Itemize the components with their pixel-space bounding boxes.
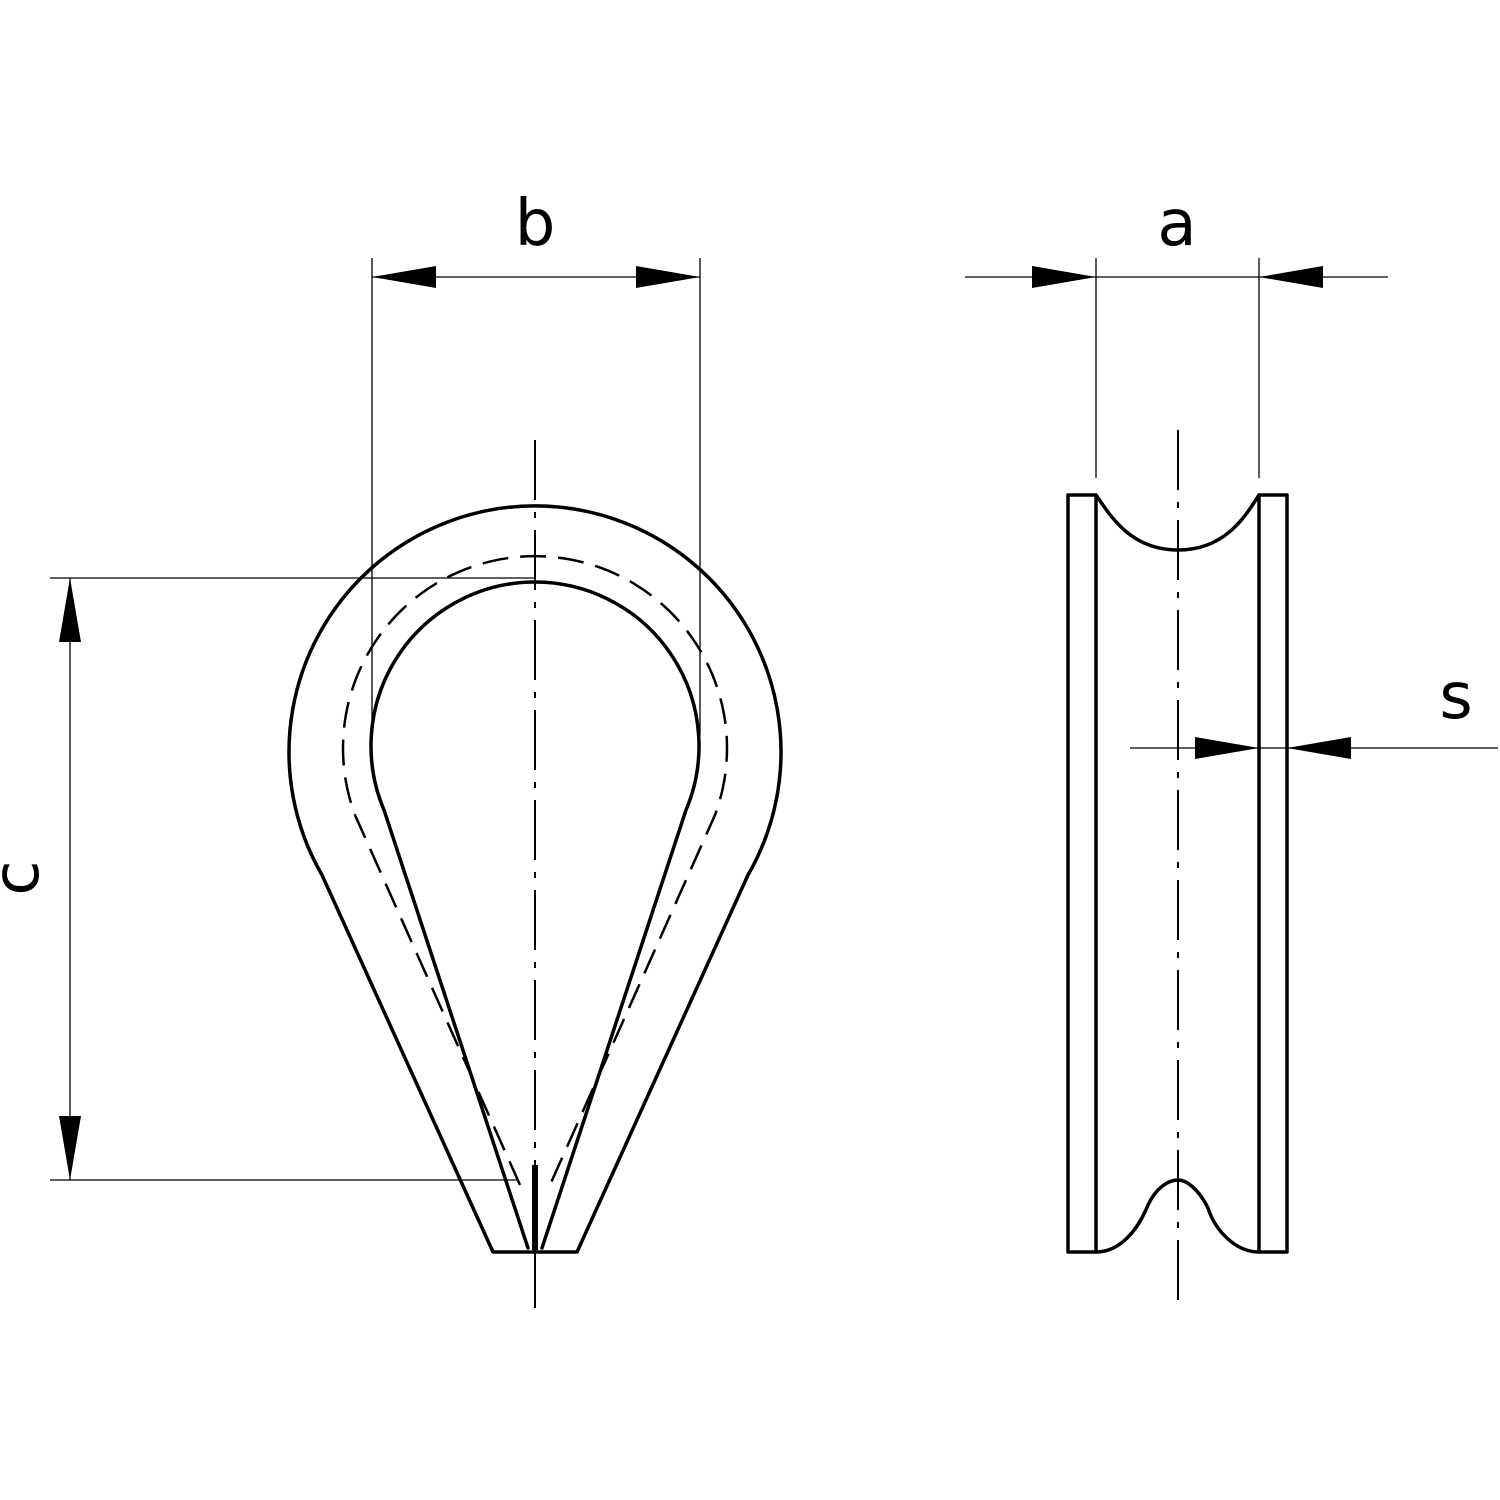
- dimension-c-arrow-top: [59, 578, 81, 642]
- dimension-b-arrow-left: [372, 266, 436, 288]
- dimension-c-arrow-bottom: [59, 1116, 81, 1180]
- thimble-outer-contour: [287, 504, 783, 1254]
- dimension-s-label: s: [1439, 660, 1472, 734]
- dimension-a-arrow-right: [1259, 266, 1323, 288]
- dimension-c: c: [0, 577, 535, 1181]
- dimension-b-arrow-right: [636, 266, 700, 288]
- thimble-side-view: [1066, 430, 1289, 1308]
- thimble-front-view: [287, 440, 783, 1308]
- dimension-a-label: a: [1157, 187, 1196, 261]
- dimension-s-arrow-right: [1287, 737, 1351, 759]
- side-view-contour: [1066, 493, 1289, 1254]
- dimension-b-label: b: [515, 187, 556, 261]
- dimension-a: a: [965, 187, 1388, 478]
- dimension-c-label: c: [0, 860, 54, 895]
- dimension-s: s: [1130, 660, 1498, 759]
- dimension-s-arrow-left: [1195, 737, 1259, 759]
- dimension-a-arrow-left: [1032, 266, 1096, 288]
- dimension-b: b: [371, 187, 701, 735]
